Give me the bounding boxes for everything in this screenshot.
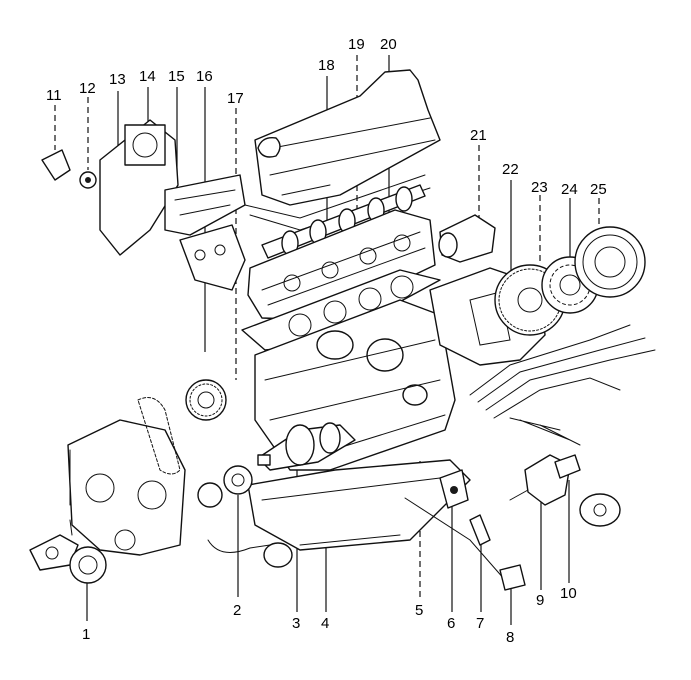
callout-10: 10 <box>560 585 577 602</box>
callout-14: 14 <box>139 68 156 85</box>
distributor-cap <box>579 493 621 527</box>
cam-sprocket <box>185 379 227 421</box>
callout-2: 2 <box>233 602 242 619</box>
callout-15: 15 <box>168 68 185 85</box>
thermostat-housing <box>41 149 71 181</box>
callout-9: 9 <box>536 592 545 609</box>
timing-chain <box>137 397 181 475</box>
oil-pan <box>247 459 471 551</box>
callout-20: 20 <box>380 36 397 53</box>
distributor-rotor <box>554 454 581 479</box>
intake-manifold <box>99 119 246 256</box>
spark-plug-wires <box>469 324 656 446</box>
callout-3: 3 <box>292 615 301 632</box>
manifold-gasket <box>179 224 246 291</box>
callout-13: 13 <box>109 71 126 88</box>
callout-7: 7 <box>476 615 485 632</box>
oil-pressure-switch <box>469 514 491 546</box>
callout-16: 16 <box>196 68 213 85</box>
callout-4: 4 <box>321 615 330 632</box>
callout-22: 22 <box>502 161 519 178</box>
timing-cover <box>67 419 186 556</box>
callout-25: 25 <box>590 181 607 198</box>
camshaft <box>261 184 426 259</box>
oil-pickup <box>207 539 293 568</box>
pressure-plate <box>574 226 646 298</box>
callout-24: 24 <box>561 181 578 198</box>
callout-11: 11 <box>46 87 62 104</box>
dipstick-tube <box>404 497 526 591</box>
callout-23: 23 <box>531 179 548 196</box>
callout-18: 18 <box>318 57 335 74</box>
callout-8: 8 <box>506 629 515 646</box>
callout-19: 19 <box>348 36 365 53</box>
valve-cover <box>244 69 441 231</box>
callout-5: 5 <box>415 602 424 619</box>
timing-chain-guides <box>69 449 73 536</box>
callout-6: 6 <box>447 615 456 632</box>
crank-pulley <box>69 546 107 584</box>
callout-21: 21 <box>470 127 487 144</box>
engine-mount <box>439 469 469 509</box>
callout-17: 17 <box>227 90 244 107</box>
starter-motor <box>438 214 496 263</box>
callout-1: 1 <box>82 626 91 643</box>
crank-sprockets <box>197 465 253 508</box>
callout-12: 12 <box>79 80 96 97</box>
crankshaft <box>257 422 356 471</box>
temperature-sender <box>79 171 97 189</box>
